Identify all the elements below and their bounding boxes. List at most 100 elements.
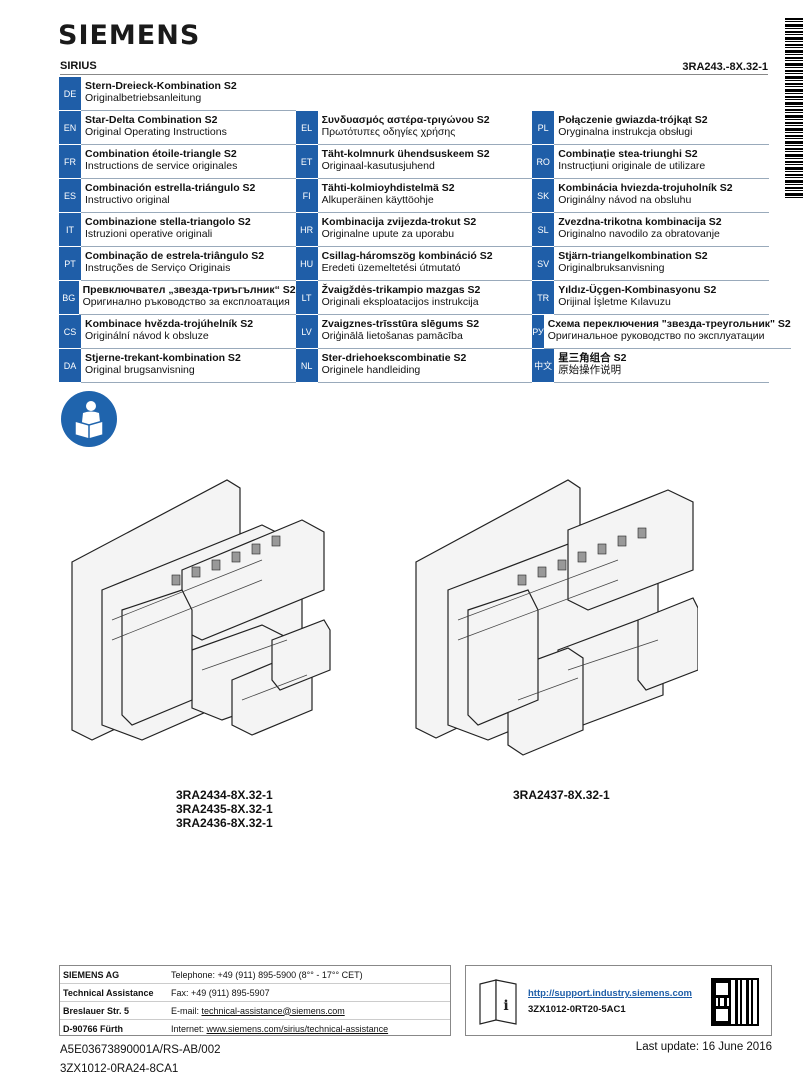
language-title: Zvezdna-trikotna kombinacija S2 (558, 216, 722, 228)
language-cell (296, 77, 533, 111)
language-title: Žvaigždės-trikampio mazgas S2 (321, 284, 481, 296)
language-subtitle: Instructivo original (85, 194, 170, 206)
language-title: Kombinace hvězda-trojúhelník S2 (85, 318, 254, 330)
language-title: Combinazione stella-triangolo S2 (85, 216, 251, 228)
language-code: DE (59, 77, 81, 111)
document-id: A5E03673890001A/RS-AB/002 (60, 1044, 221, 1056)
language-title: 星三角组合 S2 (558, 352, 627, 364)
language-subtitle: Instrucțiuni originale de utilizare (558, 160, 706, 172)
language-subtitle: Originali eksploatacijos instrukcija (321, 296, 479, 308)
language-code: PL (532, 111, 555, 145)
language-code: EN (59, 111, 81, 145)
language-title: Star-Delta Combination S2 (85, 114, 218, 126)
siemens-logo: SIEMENS (58, 20, 201, 51)
contactor-assembly-illustration-1 (71, 479, 331, 741)
language-subtitle: Instruções de Serviço Originais (85, 262, 231, 274)
language-subtitle: Originaal-kasutusjuhend (321, 160, 435, 172)
language-subtitle: Originalbetriebsanleitung (85, 92, 202, 104)
language-code: FR (59, 145, 81, 179)
barcode-image (785, 18, 803, 200)
language-subtitle: Original brugsanvisning (85, 364, 195, 376)
language-code: SV (532, 247, 555, 281)
language-subtitle: Originální návod k obsluze (85, 330, 209, 342)
contact-box: SIEMENS AG Telephone: +49 (911) 895-5900… (59, 965, 451, 1036)
language-subtitle: Πρωτότυπες οδηγίες χρήσης (321, 126, 456, 138)
language-code: РУ (532, 315, 544, 349)
support-url-link[interactable]: http://support.industry.siemens.com (528, 988, 692, 999)
language-subtitle: Orijinal İşletme Kılavuzu (558, 296, 671, 308)
read-manual-icon (61, 391, 117, 447)
language-title: Stjärn-triangelkombination S2 (558, 250, 708, 262)
language-title: Połączenie gwiazda-trójkąt S2 (558, 114, 708, 126)
internet-link[interactable]: www.siemens.com/sirius/technical-assista… (206, 1023, 389, 1034)
language-code: HU (295, 247, 318, 281)
model-number: 3RA2435-8X.32-1 (176, 802, 273, 816)
language-title: Csillag-háromszög kombináció S2 (321, 250, 493, 262)
header-divider (60, 74, 768, 75)
language-code: ES (59, 179, 81, 213)
language-code: TR (532, 281, 555, 315)
document-number: 3RA243.-8X.32-1 (682, 61, 768, 73)
language-subtitle: Originálny návod na obsluhu (558, 194, 692, 206)
language-title: Yıldız-Üçgen-Kombinasyonu S2 (558, 284, 717, 296)
language-code: RO (532, 145, 555, 179)
language-code: DA (59, 349, 81, 383)
language-title: Kombinacija zvijezda-trokut S2 (321, 216, 477, 228)
language-code: LT (295, 281, 318, 315)
language-code: NL (295, 349, 318, 383)
language-code: ET (295, 145, 318, 179)
language-code: SL (532, 213, 555, 247)
language-code: EL (295, 111, 318, 145)
city: D-90766 Fürth (63, 1023, 124, 1034)
language-code: HR (295, 213, 318, 247)
language-cell (532, 77, 769, 111)
fax: Fax: +49 (911) 895-5907 (171, 987, 270, 998)
language-title: Схема переключения "звезда-треугольник" … (547, 318, 791, 330)
language-code: FI (295, 179, 318, 213)
contactor-assembly-illustration-2 (415, 479, 698, 756)
order-number: 3ZX1012-0RA24-8CA1 (60, 1063, 179, 1075)
street: Breslauer Str. 5 (63, 1005, 130, 1016)
language-title: Stern-Dreieck-Kombination S2 (85, 80, 237, 92)
language-title: Tähti-kolmioyhdistelmä S2 (321, 182, 455, 194)
model-number-right: 3RA2437-8X.32-1 (513, 788, 610, 802)
info-book-icon: i (479, 979, 517, 1025)
language-title: Combinación estrella-triángulo S2 (85, 182, 256, 194)
language-title: Combinação de estrela-triângulo S2 (85, 250, 265, 262)
svg-text:i: i (503, 998, 508, 1014)
language-subtitle: Оригинално ръководство за експлоатация (82, 296, 290, 308)
language-subtitle: Original Operating Instructions (85, 126, 227, 138)
email-label: E-mail: (171, 1005, 202, 1016)
email-link[interactable]: technical-assistance@siemens.com (201, 1005, 345, 1016)
company-name: SIEMENS AG (63, 969, 120, 980)
language-title: Stjerne-trekant-kombination S2 (85, 352, 241, 364)
language-title: Zvaigznes-trīsstūra slēgums S2 (321, 318, 480, 330)
language-subtitle: Oriģinālā lietošanas pamācība (321, 330, 463, 342)
language-title: Täht-kolmnurk ühendsuskeem S2 (321, 148, 490, 160)
language-code: IT (59, 213, 81, 247)
language-subtitle: Originele handleiding (321, 364, 421, 376)
model-number: 3RA2436-8X.32-1 (176, 816, 273, 830)
